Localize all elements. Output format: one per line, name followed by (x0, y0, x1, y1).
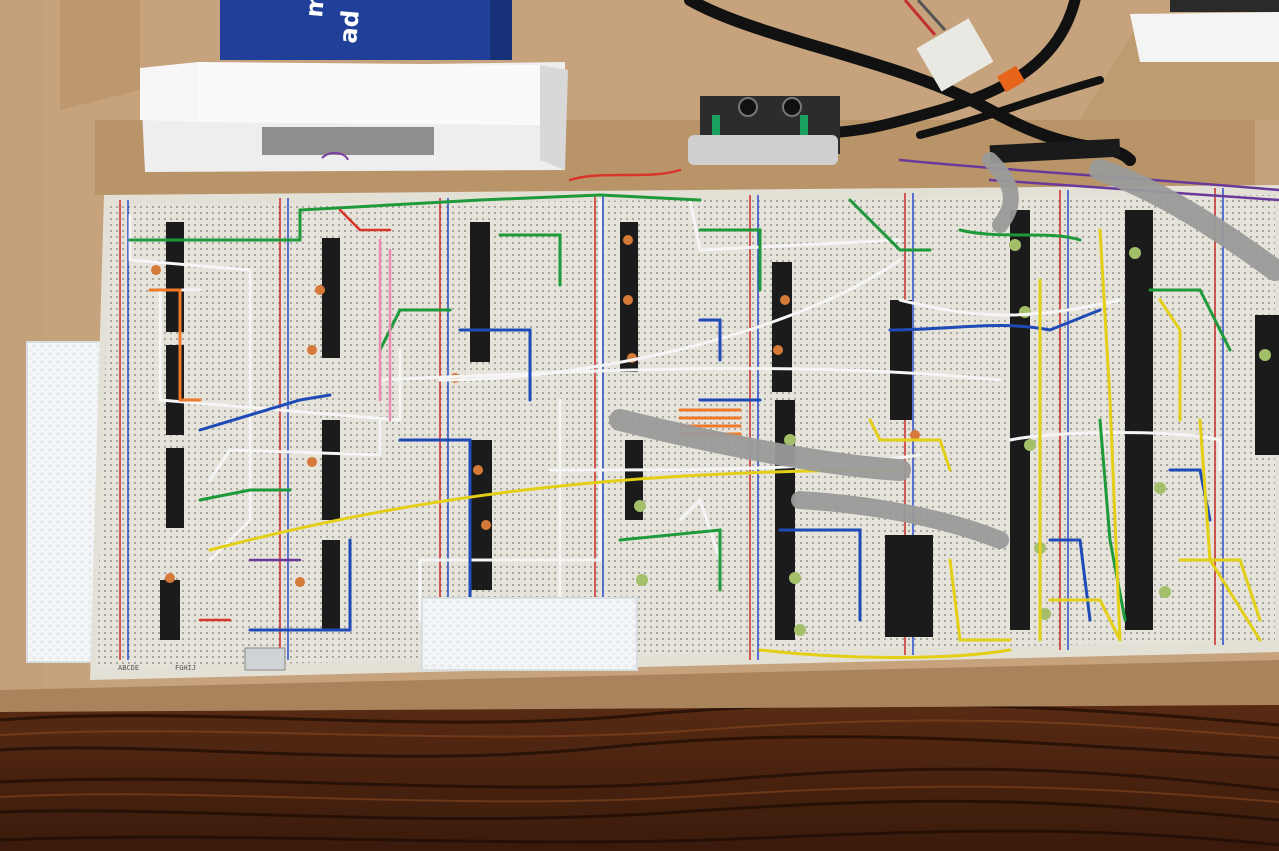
audio-jack-panel (688, 96, 840, 165)
foam-bottom (422, 598, 637, 670)
row-label-left: ABCDE (118, 664, 139, 672)
white-paper-box (140, 62, 568, 172)
blue-box: mbl ad (220, 0, 512, 60)
crystal-oscillator (244, 647, 286, 671)
green-caps (634, 239, 1271, 636)
wood-grain (0, 702, 1279, 847)
row-label-right: FGHIJ (175, 664, 196, 672)
white-box-right (1130, 0, 1279, 62)
header-connector (989, 138, 1121, 164)
box-text-1: mbl (300, 0, 332, 19)
connector-plug (903, 0, 994, 92)
wiring (128, 158, 1279, 659)
box-text-2: ad (334, 9, 365, 45)
foam-left (27, 342, 101, 662)
ribbon-cables (609, 152, 1279, 549)
